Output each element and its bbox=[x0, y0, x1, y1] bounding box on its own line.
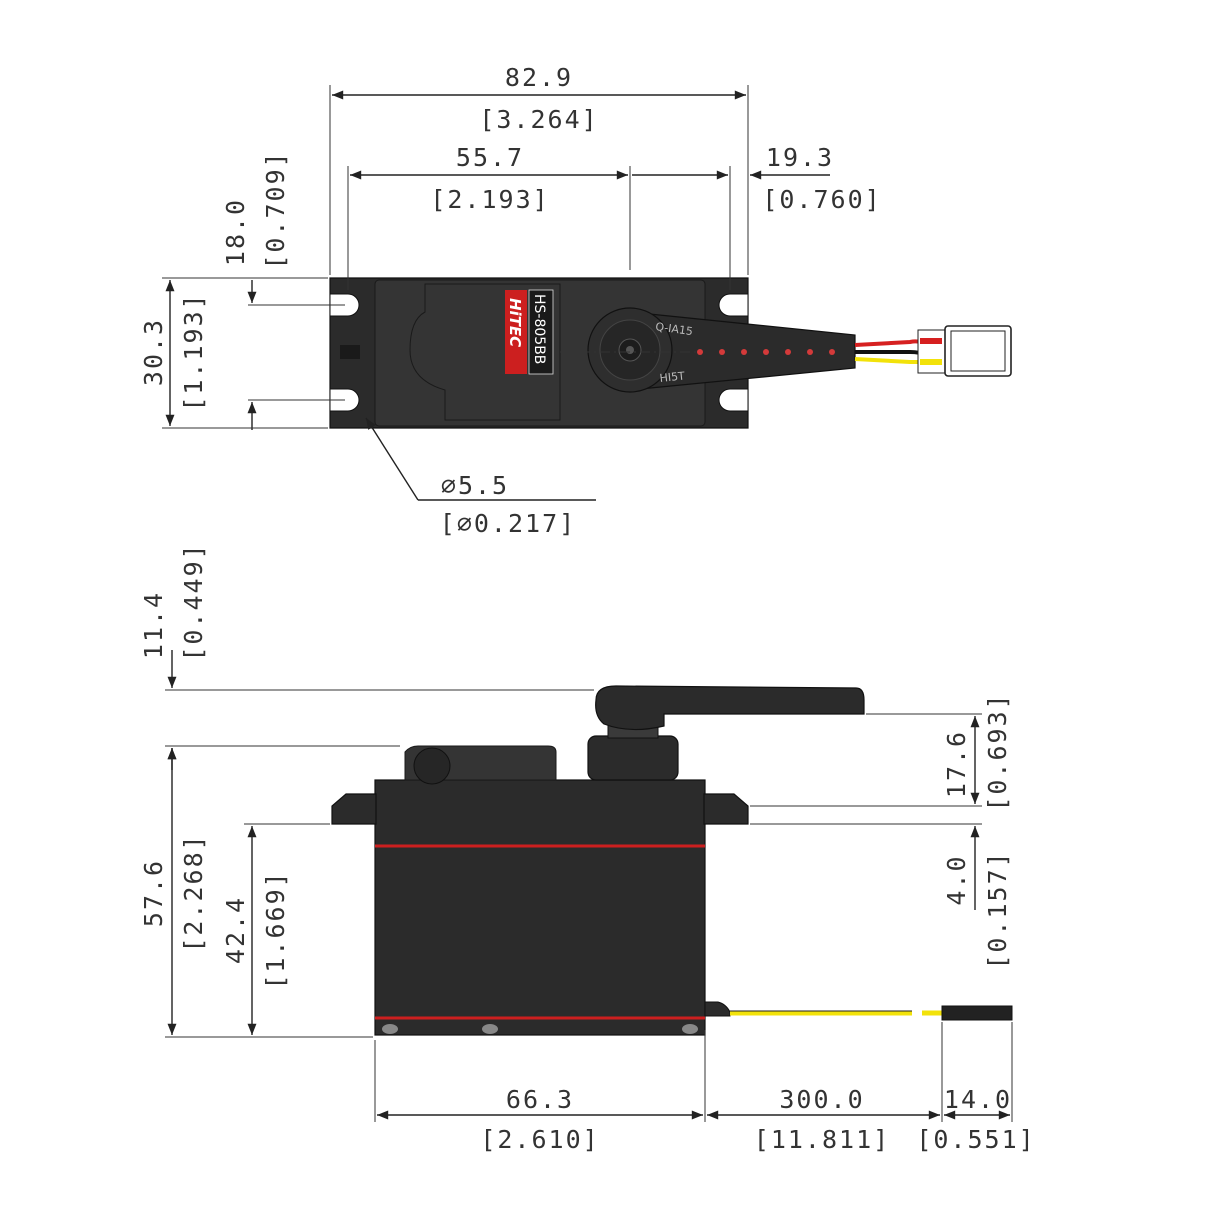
dim-overall-length-mm: 82.9 bbox=[505, 63, 573, 92]
dim-flange-height-mm: 42.4 bbox=[221, 896, 250, 964]
dim-hole-spacing-vertical: 18.0 [0.709] bbox=[221, 150, 345, 430]
dim-connector-length-mm: 14.0 bbox=[944, 1085, 1012, 1114]
dim-horn-height-in: [0.449] bbox=[179, 542, 208, 661]
mount-hole-bottom-right bbox=[718, 388, 749, 412]
dim-horn-height: 11.4 [0.449] bbox=[139, 542, 594, 770]
dim-body-length: 66.3 [2.610] bbox=[374, 1030, 706, 1154]
dim-hole-to-shaft-in: [2.193] bbox=[430, 185, 549, 214]
dim-shaft-to-hole-mm: 19.3 bbox=[766, 143, 834, 172]
brand-label: HiTEC bbox=[506, 298, 524, 347]
dim-horn-height-mm: 11.4 bbox=[139, 591, 168, 659]
dim-hole-diameter-mm: ⌀5.5 bbox=[441, 471, 509, 500]
side-view-connector bbox=[941, 1005, 1013, 1021]
side-view-case bbox=[374, 779, 706, 1036]
dim-connector-length-in: [0.551] bbox=[916, 1125, 1035, 1154]
dim-hole-diameter: ⌀5.5 [⌀0.217] bbox=[365, 417, 596, 538]
horn-holes bbox=[697, 349, 835, 355]
side-view-flange-left bbox=[331, 793, 377, 825]
top-view-connector bbox=[917, 325, 1012, 377]
dim-body-height: 57.6 [2.268] bbox=[139, 748, 373, 1038]
top-view: HiTEC HS-805BB Q-IA15 HI5T bbox=[139, 63, 1012, 538]
side-view-screws bbox=[382, 1024, 698, 1034]
mount-hole-top-right bbox=[718, 293, 749, 317]
dim-body-length-mm: 66.3 bbox=[506, 1085, 574, 1114]
side-view-output-boss bbox=[587, 735, 679, 781]
dim-hole-spacing-in: [0.709] bbox=[261, 150, 290, 269]
top-view-side-notch bbox=[340, 345, 360, 359]
dim-width-in: [1.193] bbox=[179, 292, 208, 411]
dim-body-height-in: [2.268] bbox=[179, 833, 208, 952]
dim-body-length-in: [2.610] bbox=[480, 1125, 599, 1154]
dim-width-mm: 30.3 bbox=[139, 318, 168, 386]
dim-top-to-flange-in: [0.693] bbox=[983, 692, 1012, 811]
dim-body-height-mm: 57.6 bbox=[139, 859, 168, 927]
top-view-wires bbox=[854, 339, 927, 365]
dim-overall-length-in: [3.264] bbox=[479, 105, 598, 134]
dim-top-to-flange: 17.6 [0.693] bbox=[750, 692, 1012, 812]
side-view: 11.4 [0.449] 57.6 [2.268] 42.4 [1.669] 1… bbox=[139, 542, 1035, 1154]
dim-wire-length-mm: 300.0 bbox=[779, 1085, 864, 1114]
dim-flange-height: 42.4 [1.669] bbox=[221, 823, 330, 1035]
dim-flange-thickness: 4.0 [0.157] bbox=[750, 823, 1012, 970]
dim-flange-height-in: [1.669] bbox=[261, 870, 290, 989]
side-view-horn bbox=[595, 685, 865, 731]
dim-hole-spacing-mm: 18.0 bbox=[221, 198, 250, 266]
dim-shaft-to-hole: 19.3 [0.760] bbox=[632, 143, 881, 290]
model-label: HiTEC HS-805BB bbox=[505, 289, 554, 375]
dim-width-vertical: 30.3 [1.193] bbox=[139, 277, 328, 429]
horn-text-bottom: HI5T bbox=[659, 369, 686, 385]
dim-shaft-to-hole-in: [0.760] bbox=[762, 185, 881, 214]
dim-flange-thickness-in: [0.157] bbox=[983, 850, 1012, 969]
dim-overall-length: 82.9 [3.264] bbox=[329, 63, 749, 275]
side-view-flange-right bbox=[703, 793, 749, 825]
dim-wire-length: 300.0 [11.811] bbox=[707, 1022, 943, 1154]
dim-flange-thickness-mm: 4.0 bbox=[942, 854, 971, 905]
dim-wire-length-in: [11.811] bbox=[754, 1125, 890, 1154]
dim-connector-length: 14.0 [0.551] bbox=[916, 1022, 1035, 1154]
model-number-label: HS-805BB bbox=[531, 294, 547, 364]
dim-hole-to-shaft: 55.7 [2.193] bbox=[347, 143, 631, 290]
horn-text-top: Q-IA15 bbox=[655, 320, 694, 338]
dim-hole-to-shaft-mm: 55.7 bbox=[456, 143, 524, 172]
dim-hole-diameter-in: [⌀0.217] bbox=[440, 509, 576, 538]
side-view-cable-boot bbox=[704, 1001, 731, 1017]
dim-top-to-flange-mm: 17.6 bbox=[942, 730, 971, 798]
